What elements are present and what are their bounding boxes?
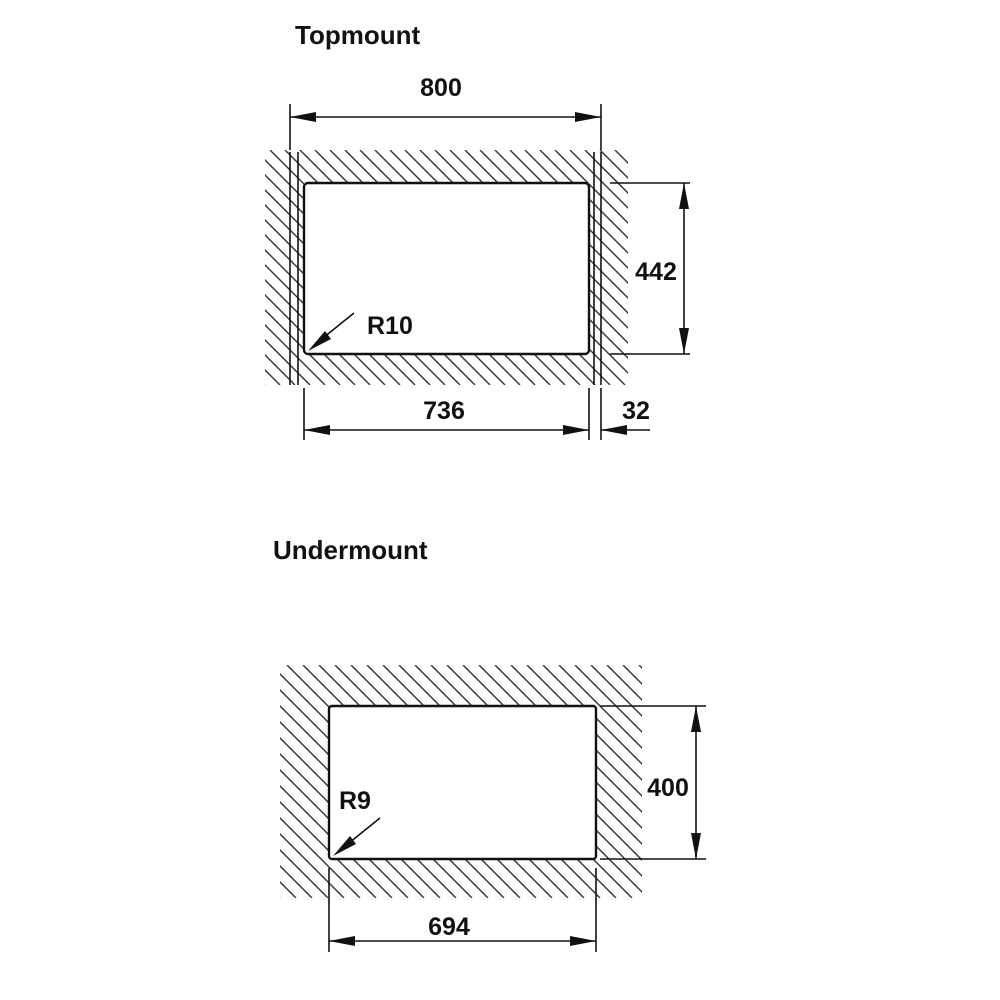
topmount-dimension-442: 442 <box>610 182 690 355</box>
hatch-line <box>558 665 642 898</box>
topmount-dimension-32: 32 <box>600 388 650 440</box>
undermount-radius-callout: R9 <box>333 787 381 856</box>
hatch-line <box>584 150 628 385</box>
undermount-height-label: 400 <box>647 774 689 802</box>
topmount-radius-callout: R10 <box>308 312 413 351</box>
undermount-title: Undermount <box>273 535 428 565</box>
hatch-line <box>574 665 642 898</box>
undermount-dimension-400: 400 <box>600 705 706 860</box>
topmount-section: Topmount 800 442 <box>265 20 690 440</box>
hatch-line <box>265 150 326 385</box>
topmount-width-inner-label: 736 <box>423 397 465 425</box>
undermount-cutout <box>327 704 598 861</box>
hatch-line <box>265 150 311 385</box>
undermount-section: Undermount 400 694 R9 <box>273 535 706 952</box>
hatch-line <box>265 150 341 385</box>
hatch-line <box>569 150 628 385</box>
topmount-cutout <box>302 181 591 356</box>
hatch-line <box>280 665 361 898</box>
hatch-line <box>590 665 642 898</box>
topmount-radius-label: R10 <box>367 312 413 340</box>
topmount-offset-label: 32 <box>622 397 650 425</box>
undermount-dimension-694: 694 <box>328 868 597 952</box>
undermount-width-label: 694 <box>428 913 470 941</box>
hatch-line <box>606 665 642 898</box>
hatch-line <box>265 150 296 385</box>
hatch-line <box>280 665 313 898</box>
hatch-line <box>510 665 642 898</box>
topmount-width-outer-label: 800 <box>420 74 462 102</box>
hatch-line <box>526 665 642 898</box>
hatch-line <box>542 665 642 898</box>
undermount-radius-label: R9 <box>339 787 371 815</box>
hatch-line <box>280 665 329 898</box>
hatch-line <box>280 665 281 898</box>
topmount-dimension-736: 736 <box>303 388 590 440</box>
topmount-dimension-800: 800 <box>289 74 602 150</box>
hatch-line <box>494 665 642 898</box>
hatch-line <box>265 150 281 385</box>
hatch-line <box>280 665 297 898</box>
hatch-line <box>265 150 266 385</box>
hatch-line <box>280 665 345 898</box>
topmount-title: Topmount <box>295 20 420 50</box>
topmount-height-label: 442 <box>635 258 677 286</box>
